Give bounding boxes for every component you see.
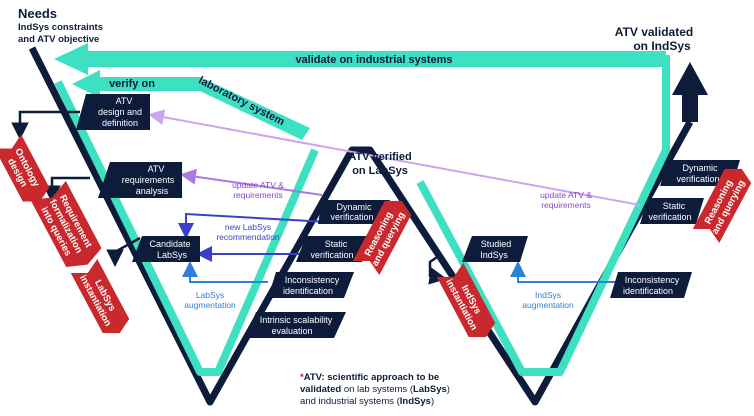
atv-verified-line1: ATV verified — [348, 151, 411, 163]
box-atv-req-line3: analysis — [136, 186, 169, 196]
validate-loop-path — [416, 55, 670, 376]
footnote-indsys: IndSys — [399, 396, 431, 407]
box-dyn2-line1: Dynamic — [682, 163, 718, 173]
labsys-aug-arrow — [182, 261, 268, 283]
box-incons1-line2: identification — [283, 286, 333, 296]
atv-validated-line1: ATV validated — [615, 25, 693, 39]
box-stat1-line1: Static — [325, 239, 348, 249]
update-atv-label-2b: requirements — [541, 200, 591, 210]
box-incons2-line2: identification — [623, 286, 673, 296]
new-labsys-label-b: recommendation — [216, 232, 280, 242]
box-atv-design-line2: design and — [98, 107, 142, 117]
box-inconsistency-2[interactable]: Inconsistency identification — [610, 272, 692, 298]
box-stat2-line1: Static — [663, 201, 686, 211]
footnote-text-5: ) — [446, 384, 450, 395]
indsys-aug-label-a: IndSys — [535, 290, 561, 300]
box-intrinsic-line2: evaluation — [271, 326, 312, 336]
labsys-aug-label-a: LabSys — [196, 290, 224, 300]
to-labsys-inst-arrow — [106, 236, 141, 267]
update-atv-label-1b: requirements — [233, 190, 283, 200]
box-dyn1-line2: verification — [330, 212, 373, 222]
tag-ontology-design[interactable]: Ontology design — [0, 134, 53, 208]
box-candidate-line1: Candidate — [149, 239, 190, 249]
box-candidate-line2: LabSys — [157, 250, 188, 260]
new-labsys-arrow — [178, 212, 329, 239]
to-indsys-inst-arrow — [428, 253, 447, 285]
update-atv-label-2a: update ATV & — [540, 190, 592, 200]
atv-validated-line2: on IndSys — [633, 39, 691, 53]
footnote-text-1: ATV: scientific approach to be — [303, 372, 440, 383]
box-atv-design-line1: ATV — [116, 96, 133, 106]
footnote-text-8: ) — [430, 396, 435, 407]
labsys-aug-label-b: augmentation — [184, 300, 236, 310]
validated-arrow — [672, 62, 708, 122]
verify-arrow-bar — [72, 70, 310, 140]
needs-subtitle-1: IndSys constraints — [18, 22, 103, 33]
box-studied-indsys[interactable]: Studied IndSys — [462, 236, 528, 262]
verify-loop-path — [54, 80, 319, 376]
to-ontology-arrow — [11, 110, 80, 140]
tag-labsys-instantiation[interactable]: LabSys instantiation — [70, 258, 133, 340]
validate-arrow-bar — [54, 43, 666, 75]
box-atv-req-line1: ATV — [148, 164, 165, 174]
box-intrinsic-scalability[interactable]: Intrinsic scalability evaluation — [246, 312, 346, 338]
box-atv-design-line3: definition — [102, 118, 138, 128]
new-labsys-label-a: new LabSys — [225, 222, 271, 232]
box-incons1-line1: Inconsistency — [285, 275, 340, 285]
box-studied-line1: Studied — [481, 239, 512, 249]
box-atv-req-line2: requirements — [122, 175, 175, 185]
box-dyn2-line2: verification — [676, 174, 719, 184]
verify-label-1: verify on — [109, 78, 155, 90]
box-static-verification-1[interactable]: Static verification — [296, 236, 372, 262]
update-atv-label-1a: update ATV & — [232, 180, 284, 190]
needs-title: Needs — [18, 6, 57, 21]
update-atv-arrow-1 — [148, 109, 641, 206]
box-inconsistency-1[interactable]: Inconsistency identification — [268, 272, 354, 298]
footnote-text-3: on lab systems ( — [341, 384, 413, 395]
footnote-labsys: LabSys — [413, 384, 447, 395]
needs-subtitle-2: and ATV objective — [18, 34, 99, 45]
update-atv-arrow-2 — [180, 168, 323, 196]
box-dynamic-verification-1[interactable]: Dynamic verification — [318, 200, 390, 224]
footnote-text-6: and industrial systems ( — [300, 396, 400, 407]
to-reqform-arrow — [43, 176, 90, 203]
indsys-aug-arrow — [510, 261, 618, 283]
validate-label: validate on industrial systems — [295, 54, 452, 66]
box-dyn1-line1: Dynamic — [336, 202, 372, 212]
box-atv-design[interactable]: ATV design and definition — [76, 94, 150, 130]
box-studied-line2: IndSys — [480, 250, 508, 260]
box-intrinsic-line1: Intrinsic scalability — [260, 315, 333, 325]
box-static-verification-2[interactable]: Static verification — [640, 198, 704, 224]
indsys-aug-label-b: augmentation — [522, 300, 574, 310]
box-candidate-labsys[interactable]: Candidate LabSys — [132, 236, 200, 262]
atv-verified-line2: on LabSys — [352, 165, 408, 177]
main-process-path — [28, 46, 694, 406]
box-incons2-line1: Inconsistency — [625, 275, 680, 285]
verify-label-2: laboratory system — [196, 74, 286, 128]
footnote-star: * — [300, 372, 304, 383]
box-stat2-line2: verification — [648, 212, 691, 222]
footnote-text-2: validated — [300, 384, 342, 395]
box-stat1-line2: verification — [310, 250, 353, 260]
box-atv-requirements[interactable]: ATV requirements analysis — [98, 162, 182, 198]
